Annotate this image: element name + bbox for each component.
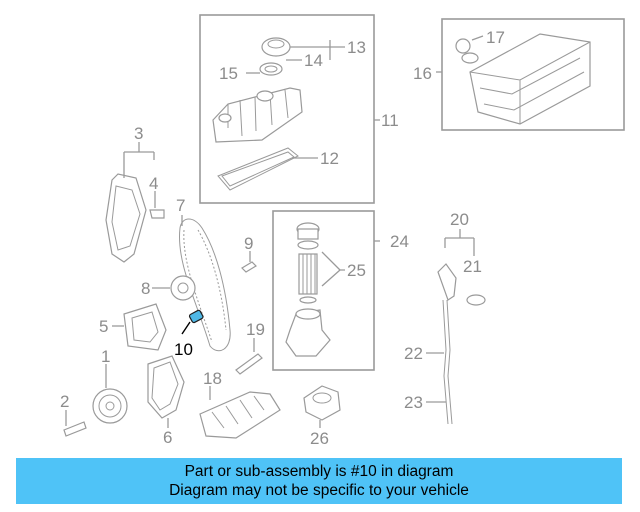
label-3: 3 <box>134 124 143 143</box>
label-10: 10 <box>174 340 193 359</box>
label-8: 8 <box>141 279 150 298</box>
tensioner-pulley <box>170 275 196 301</box>
label-23: 23 <box>404 393 423 412</box>
stud <box>241 261 257 273</box>
dipstick-tube <box>446 299 453 425</box>
cap-seal <box>259 62 283 76</box>
valve-cover <box>212 87 303 143</box>
highlighted-part-10[interactable] <box>188 309 204 324</box>
timing-area <box>63 142 257 437</box>
label-18: 18 <box>203 369 222 388</box>
cover-clip <box>149 209 165 219</box>
label-25: 25 <box>347 261 366 280</box>
label-21: 21 <box>463 257 482 276</box>
filter-housing <box>285 309 331 357</box>
label-16: 16 <box>413 64 432 83</box>
oil-pan <box>469 33 591 125</box>
drain-plug <box>455 38 471 54</box>
label-24: 24 <box>390 232 409 251</box>
leader-10 <box>181 321 191 335</box>
oil-pan-group <box>436 18 625 131</box>
dipstick-handle <box>437 263 457 301</box>
label-26: 26 <box>310 429 329 448</box>
oil-filter-group <box>272 210 380 371</box>
label-1: 1 <box>101 347 110 366</box>
label-6: 6 <box>163 428 172 447</box>
label-15: 15 <box>219 64 238 83</box>
label-19: 19 <box>246 320 265 339</box>
dipstick-seal <box>466 294 486 306</box>
label-11: 11 <box>381 111 399 130</box>
label-22: 22 <box>404 344 423 363</box>
banner-line-1: Part or sub-assembly is #10 in diagram <box>184 463 454 480</box>
label-4: 4 <box>149 174 158 193</box>
oil-baffle <box>199 391 281 439</box>
label-17: 17 <box>486 28 505 47</box>
label-14: 14 <box>304 51 323 70</box>
parts-diagram: 13 14 15 11 12 17 16 24 25 <box>60 14 625 448</box>
dipstick-group <box>426 229 486 425</box>
group-box-11 <box>199 14 375 204</box>
pin <box>235 353 263 375</box>
lower-timing-cover <box>147 355 185 419</box>
label-12: 12 <box>320 149 339 168</box>
lower-parts <box>199 338 341 439</box>
label-9: 9 <box>244 234 253 253</box>
oil-filter-element <box>298 253 318 295</box>
valve-cover-group <box>199 14 380 204</box>
engine-bracket <box>123 303 167 351</box>
label-7: 7 <box>176 196 185 215</box>
banner-line-2: Diagram may not be specific to your vehi… <box>169 482 469 499</box>
label-20: 20 <box>450 210 469 229</box>
label-2: 2 <box>60 392 69 411</box>
drain-plug-seal <box>461 52 479 64</box>
label-13: 13 <box>347 38 366 57</box>
group-box-24 <box>272 210 375 371</box>
crankshaft-pulley <box>92 388 128 424</box>
valve-cover-gasket <box>217 147 299 191</box>
pulley-bolt <box>63 421 87 437</box>
label-5: 5 <box>99 317 108 336</box>
oil-filler-cap <box>261 37 291 57</box>
group-box-16 <box>441 18 625 131</box>
info-banner: Part or sub-assembly is #10 in diagram D… <box>16 458 622 504</box>
